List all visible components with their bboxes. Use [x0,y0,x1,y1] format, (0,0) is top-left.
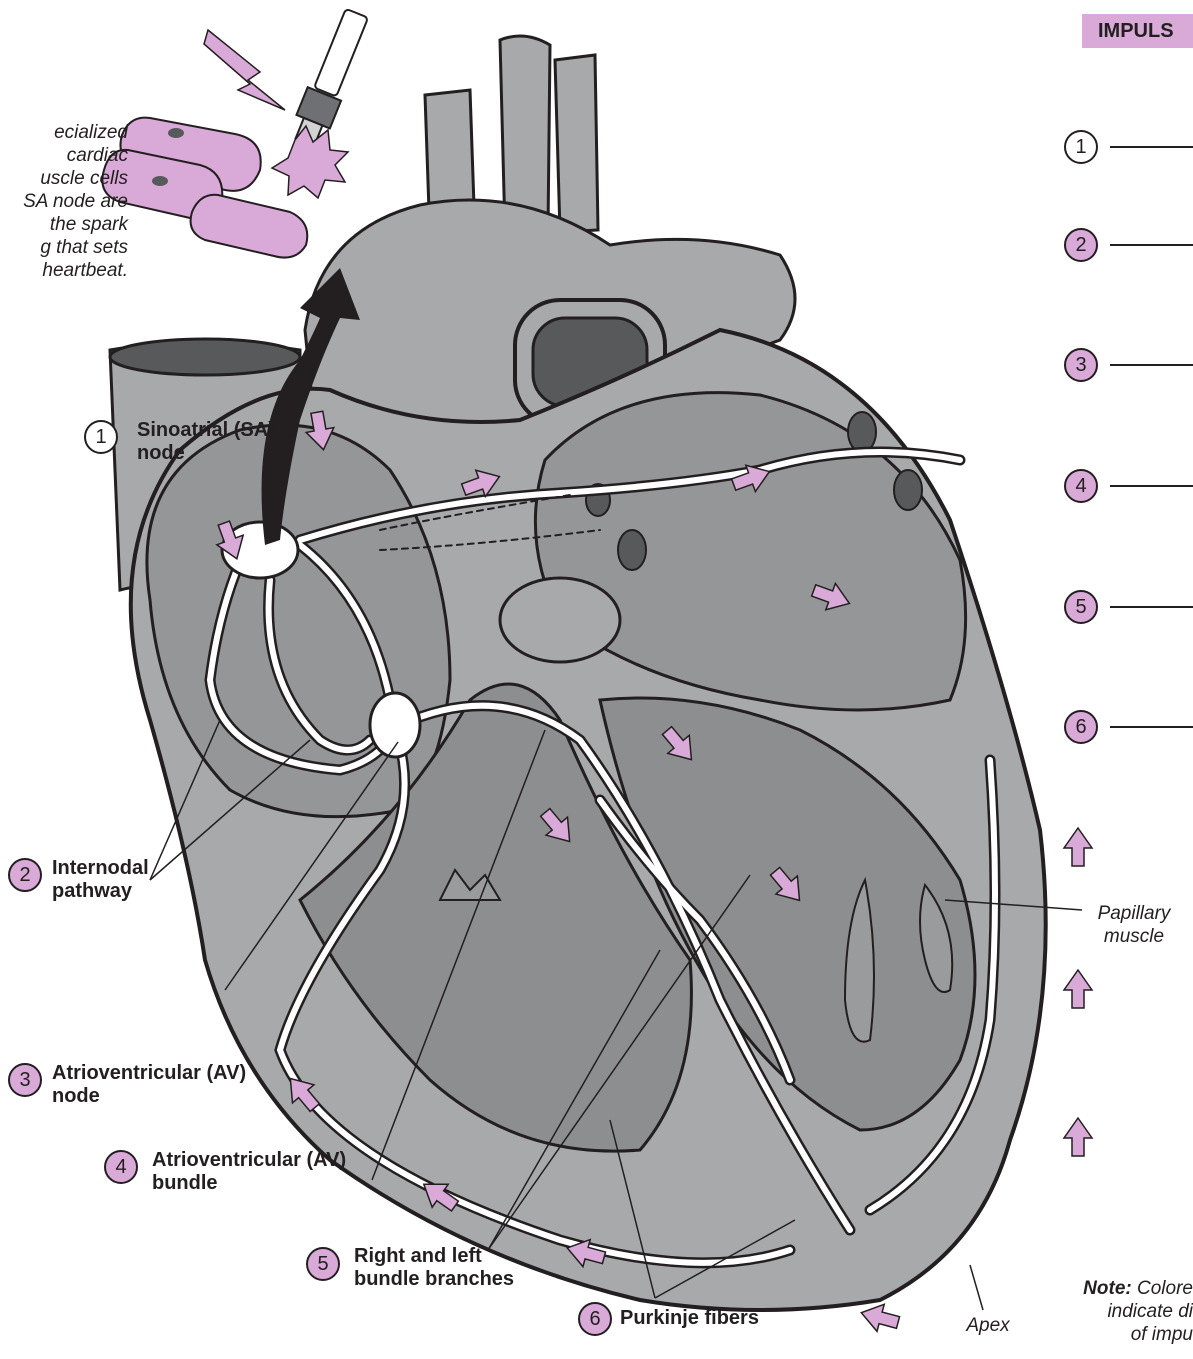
number-badge-5: 5 [306,1247,340,1281]
answer-lines [1110,147,1193,727]
label-line: node [52,1085,246,1108]
label-line: Papillary [1084,902,1184,925]
label-line: pathway [52,880,149,903]
label-bundle-branches: Right and left bundle branches [354,1245,514,1291]
spark-plug-note: ecialized cardiac uscle cells SA node ar… [0,121,128,282]
number-badge-6: 6 [578,1302,612,1336]
spark-plug-illustration [102,6,373,257]
label-line: bundle [152,1172,346,1195]
note-line: the spark [0,213,128,236]
answer-number-1: 1 [1064,130,1098,164]
label-av-node: Atrioventricular (AV) node [52,1062,246,1108]
note-line: g that sets [0,236,128,259]
answer-number-6: 6 [1064,710,1098,744]
aortic-valve [500,578,620,662]
number-badge-3: 3 [8,1063,42,1097]
pulmonary-vein-opening [618,530,646,570]
label-av-bundle: Atrioventricular (AV) bundle [152,1149,346,1195]
label-internodal-pathway: Internodal pathway [52,857,149,903]
answer-number-2: 2 [1064,228,1098,262]
label-line: Internodal [52,857,149,880]
note-line: indicate di [1030,1300,1193,1323]
note-line: uscle cells [0,167,128,190]
answer-number-5: 5 [1064,590,1098,624]
answer-number-4: 4 [1064,469,1098,503]
note-line: ecialized [0,121,128,144]
label-line: Atrioventricular (AV) [152,1149,346,1172]
note-line: Colore [1137,1278,1193,1299]
note-line: of impu [1030,1323,1193,1346]
note-line: SA node are [0,190,128,213]
label-apex: Apex [958,1314,1018,1337]
label-purkinje-fibers: Purkinje fibers [620,1307,759,1330]
pulmonary-vein-opening [894,470,922,510]
note-line: heartbeat. [0,259,128,282]
label-line: muscle [1084,925,1184,948]
note-prefix: Note: [1083,1278,1132,1299]
label-line: bundle branches [354,1268,514,1291]
pulmonary-vein-opening [848,412,876,452]
note-line: cardiac [0,144,128,167]
number-badge-4: 4 [104,1150,138,1184]
label-line: Atrioventricular (AV) [52,1062,246,1085]
title-tab: IMPULS [1082,14,1193,48]
label-sa-node: Sinoatrial (SA) node [137,419,275,465]
note-first-line: Note: Colore [1030,1277,1193,1300]
label-line: node [137,442,275,465]
label-line: Sinoatrial (SA) [137,419,275,442]
number-badge-1: 1 [84,420,118,454]
label-line: Right and left [354,1245,514,1268]
answer-number-3: 3 [1064,348,1098,382]
color-note: Note: Colore indicate di of impu [1030,1277,1193,1346]
label-papillary-muscle: Papillary muscle [1084,902,1184,948]
number-badge-2: 2 [8,858,42,892]
